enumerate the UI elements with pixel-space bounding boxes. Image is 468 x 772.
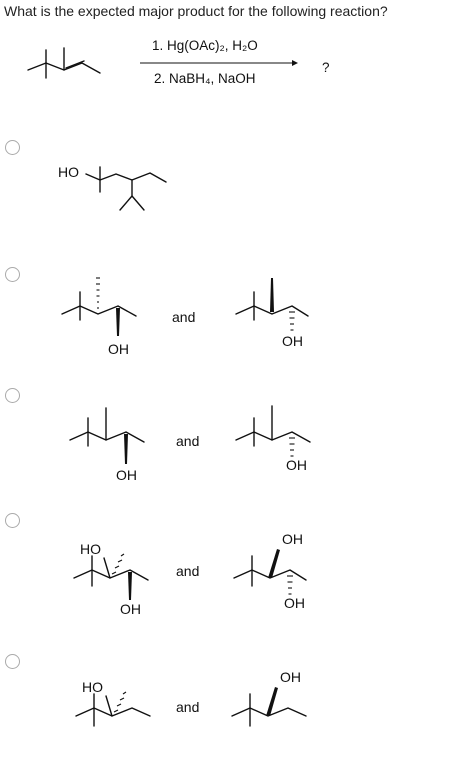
- choice-a-structure: HO: [58, 164, 167, 211]
- choice-d-radio[interactable]: [5, 513, 20, 528]
- choice-b-and: and: [172, 309, 195, 325]
- choice-c: OH and OH: [0, 392, 468, 492]
- choice-d-top-hydroxyl: HO: [80, 541, 101, 557]
- choice-d-wedge-bond: [128, 572, 132, 600]
- unknown-product: ?: [322, 60, 330, 75]
- choice-e-and: and: [176, 699, 199, 715]
- choice-d-structure: HO OH and OH OH: [73, 531, 307, 617]
- choice-a-radio[interactable]: [5, 140, 20, 155]
- reaction-scheme: 1. Hg(OAc)₂, H₂O 2. NaBH₄, NaOH ?: [27, 38, 330, 86]
- choice-b-structure: OH and OH: [61, 277, 309, 357]
- choice-b-right-hydroxyl: OH: [282, 333, 303, 349]
- choice-c-radio[interactable]: [5, 388, 20, 403]
- choice-c-right-hashed: [289, 437, 295, 457]
- choice-b-right-wedge: [270, 278, 274, 312]
- choice-b-right-hashed: [289, 311, 295, 331]
- choice-e-right-wedge: [266, 687, 278, 716]
- choice-c-structure: OH and OH: [69, 405, 311, 483]
- choice-a-hydroxyl-label: HO: [58, 164, 79, 180]
- choice-e-right-top-hydroxyl: OH: [280, 669, 301, 685]
- choice-c-and: and: [176, 433, 199, 449]
- choice-b: OH and OH: [0, 268, 468, 373]
- starting-material: [27, 47, 101, 79]
- question-text: What is the expected major product for t…: [4, 3, 388, 19]
- choice-d: HO OH and OH OH: [0, 528, 468, 628]
- choice-b-radio[interactable]: [5, 267, 20, 282]
- reagent-step-1: 1. Hg(OAc)₂, H₂O: [152, 38, 258, 53]
- choice-c-left-hydroxyl: OH: [116, 467, 137, 483]
- choice-e-top-hydroxyl: HO: [82, 679, 103, 695]
- choice-c-wedge-bond: [124, 434, 128, 464]
- choice-e: HO and OH: [0, 666, 468, 766]
- choice-b-wedge-bond: [116, 308, 120, 336]
- choice-d-hashed-bond: [111, 553, 125, 575]
- arrow-head-icon: [292, 60, 298, 66]
- choice-b-hashed-bond: [96, 277, 100, 309]
- choice-d-left-hydroxyl: OH: [120, 601, 141, 617]
- choice-e-hashed-bond: [113, 691, 127, 713]
- choice-d-right-wedge: [268, 549, 280, 578]
- choice-d-right-hashed: [287, 575, 293, 595]
- choice-c-right-hydroxyl: OH: [286, 457, 307, 473]
- choice-a: HO: [0, 150, 468, 240]
- choice-d-right-top-hydroxyl: OH: [282, 531, 303, 547]
- choice-e-structure: HO and OH: [75, 669, 307, 727]
- reagent-step-2: 2. NaBH₄, NaOH: [154, 71, 256, 86]
- choice-e-radio[interactable]: [5, 654, 20, 669]
- choice-d-and: and: [176, 563, 199, 579]
- choice-d-right-hydroxyl: OH: [284, 595, 305, 611]
- choice-b-left-hydroxyl: OH: [108, 341, 129, 357]
